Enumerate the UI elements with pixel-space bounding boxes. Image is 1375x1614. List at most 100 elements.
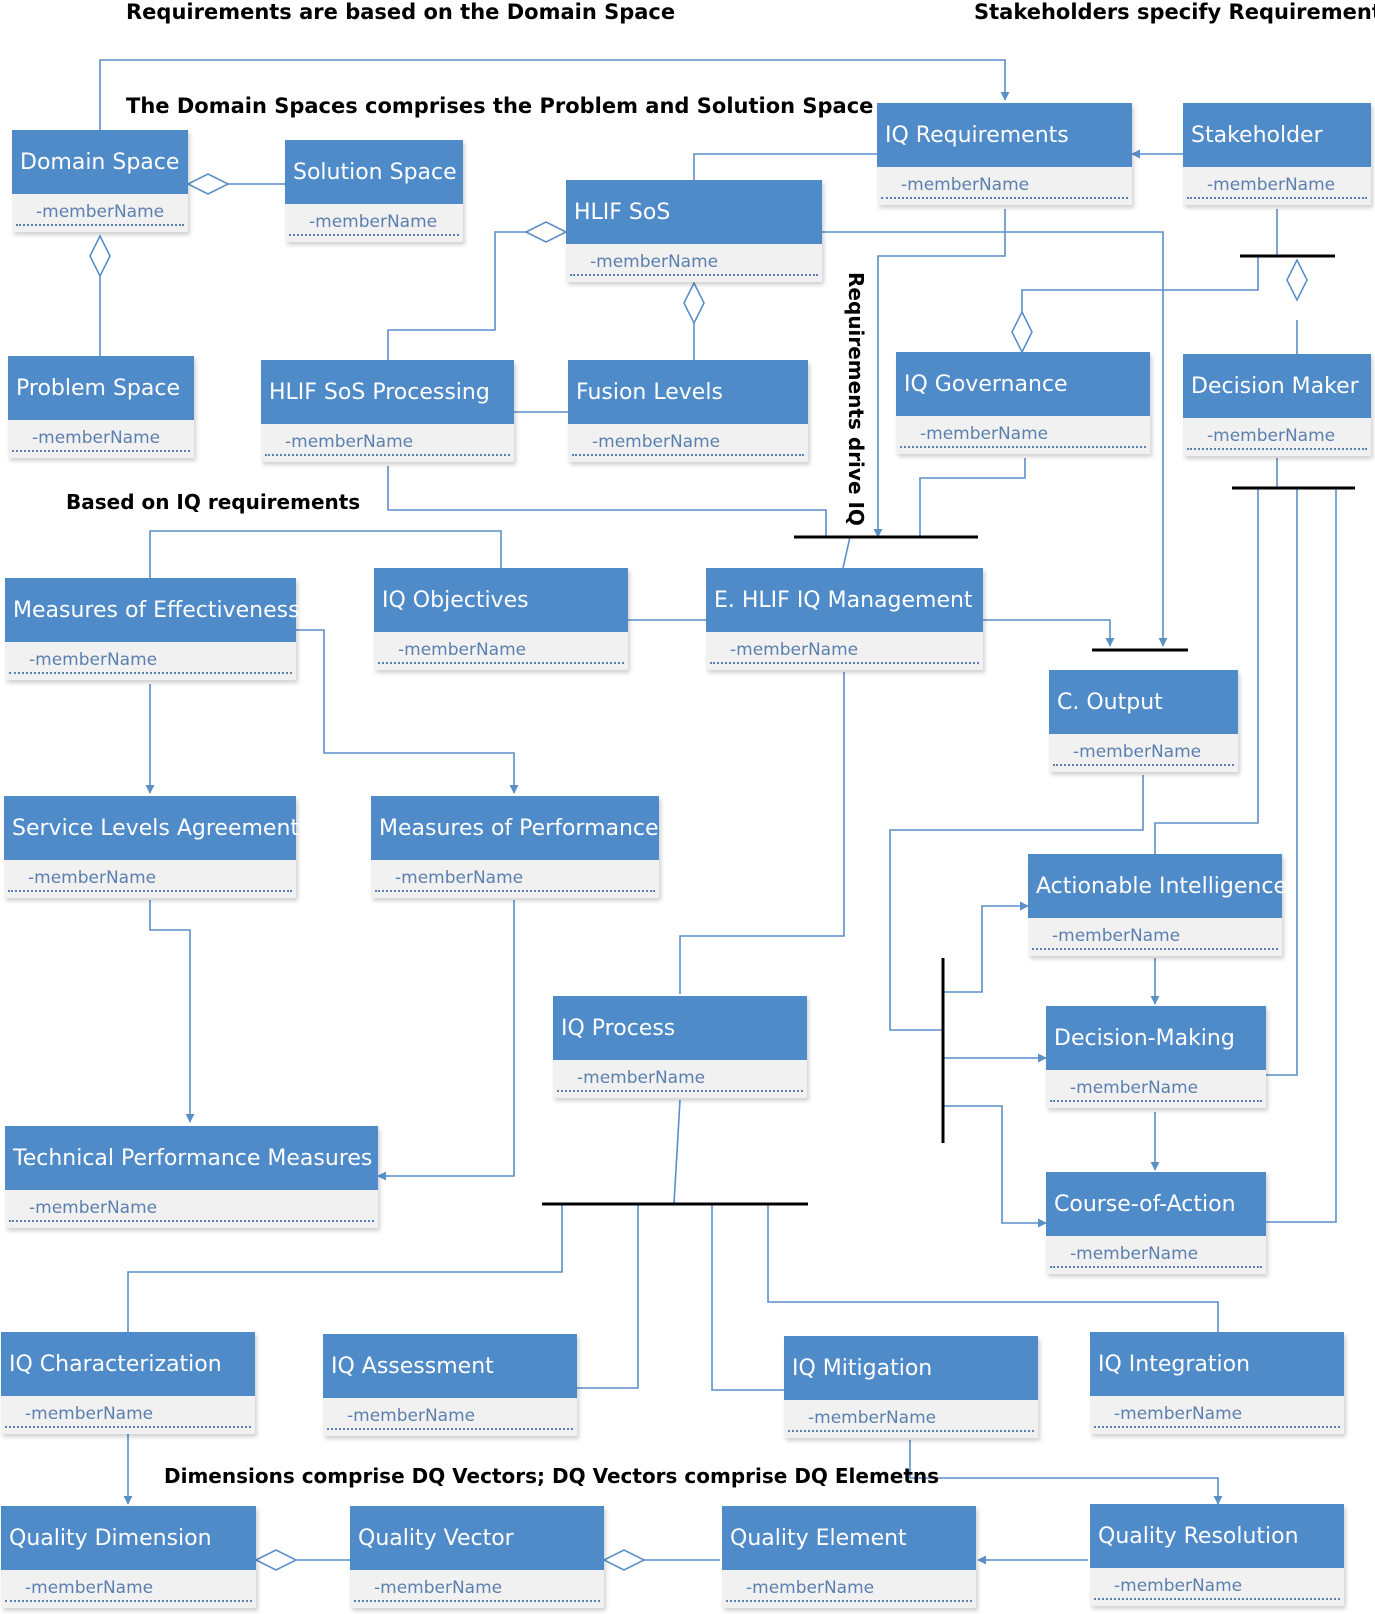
link-management-process: [679, 672, 845, 994]
link-bar-management: [842, 536, 851, 569]
aggregation-diamond: [602, 1549, 646, 1571]
class-quality-element[interactable]: Quality Element -memberName: [722, 1506, 976, 1608]
class-quality-vector[interactable]: Quality Vector -memberName: [350, 1506, 604, 1608]
class-actionable-intelligence[interactable]: Actionable Intelligence -memberName: [1028, 854, 1287, 956]
class-title: Measures of Effectiveness: [5, 578, 300, 642]
class-title: Quality Element: [722, 1506, 976, 1570]
link-mop-tpm: [377, 900, 515, 1181]
class-iq-integration[interactable]: IQ Integration -memberName: [1090, 1332, 1344, 1434]
class-hlif-sos-processing[interactable]: HLIF SoS Processing -memberName: [261, 360, 514, 462]
class-title: Measures of Performance: [371, 796, 659, 860]
link-bar-assessment: [577, 1204, 639, 1389]
class-stakeholder[interactable]: Stakeholder -memberName: [1183, 103, 1371, 205]
link-sos-output: [822, 231, 1168, 647]
link-mitigation-resolution: [909, 1440, 1223, 1505]
class-title: Decision-Making: [1046, 1006, 1266, 1070]
member-name: -memberName: [5, 1190, 378, 1228]
member-name: -memberName: [553, 1060, 807, 1098]
class-service-levels-agreements[interactable]: Service Levels Agreements -memberName: [4, 796, 310, 898]
link-sos-requirements: [693, 153, 877, 181]
class-title: Domain Space: [12, 130, 188, 194]
class-measures-of-performance[interactable]: Measures of Performance -memberName: [371, 796, 659, 898]
note-domain-comprises: The Domain Spaces comprises the Problem …: [126, 94, 874, 118]
member-name: -memberName: [722, 1570, 976, 1608]
class-title: E. HLIF IQ Management: [706, 568, 983, 632]
class-course-of-action[interactable]: Course-of-Action -memberName: [1046, 1172, 1266, 1274]
member-name: -memberName: [371, 860, 659, 898]
member-name: -memberName: [1, 1570, 256, 1608]
link-output-decisionbar: [889, 775, 1144, 1031]
class-domain-space[interactable]: Domain Space -memberName: [12, 130, 188, 232]
class-title: IQ Requirements: [877, 103, 1132, 167]
class-title: Solution Space: [285, 140, 463, 204]
note-based-on-iq: Based on IQ requirements: [66, 490, 361, 514]
member-name: -memberName: [261, 424, 514, 462]
class-quality-resolution[interactable]: Quality Resolution -memberName: [1090, 1504, 1344, 1606]
link-bar-actionable: [942, 901, 1029, 993]
aggregation-diamond: [186, 173, 230, 195]
link-management-output: [983, 619, 1115, 647]
class-e-hlif-iq-management[interactable]: E. HLIF IQ Management -memberName: [706, 568, 983, 670]
class-title: HLIF SoS Processing: [261, 360, 514, 424]
member-name: -memberName: [877, 167, 1132, 205]
note-stakeholders: Stakeholders specify Requirements: [974, 0, 1375, 24]
member-name: -memberName: [4, 860, 296, 898]
aggregation-diamond: [524, 221, 568, 243]
note-domain-based: Requirements are based on the Domain Spa…: [126, 0, 676, 24]
class-title: Decision Maker: [1183, 354, 1371, 418]
class-title: Service Levels Agreements: [4, 796, 310, 860]
member-name: -memberName: [1, 1396, 255, 1434]
class-decision-making[interactable]: Decision-Making -memberName: [1046, 1006, 1266, 1108]
link-bar-mitigation: [711, 1204, 784, 1391]
member-name: -memberName: [8, 420, 194, 458]
class-problem-space[interactable]: Problem Space -memberName: [8, 356, 194, 458]
class-title: Course-of-Action: [1046, 1172, 1266, 1236]
member-name: -memberName: [1090, 1396, 1344, 1434]
class-title: Actionable Intelligence: [1028, 854, 1287, 918]
member-name: -memberName: [1183, 167, 1371, 205]
link-process-bar: [673, 1099, 681, 1205]
class-title: Quality Dimension: [1, 1506, 256, 1570]
member-name: -memberName: [1046, 1070, 1266, 1108]
class-iq-characterization[interactable]: IQ Characterization -memberName: [1, 1332, 255, 1434]
class-title: Fusion Levels: [568, 360, 808, 424]
member-name: -memberName: [5, 642, 296, 680]
class-solution-space[interactable]: Solution Space -memberName: [285, 140, 463, 242]
class-fusion-levels[interactable]: Fusion Levels -memberName: [568, 360, 808, 462]
member-name: -memberName: [1028, 918, 1282, 956]
class-decision-maker[interactable]: Decision Maker -memberName: [1183, 354, 1371, 456]
link-processing-management: [387, 466, 827, 537]
class-technical-performance-measures[interactable]: Technical Performance Measures -memberNa…: [5, 1126, 378, 1228]
class-iq-assessment[interactable]: IQ Assessment -memberName: [323, 1334, 577, 1436]
class-title: Problem Space: [8, 356, 194, 420]
member-name: -memberName: [1046, 1236, 1266, 1274]
class-title: Quality Vector: [350, 1506, 604, 1570]
note-requirements-drive: Requirements drive IQ: [844, 272, 868, 526]
class-hlif-sos[interactable]: HLIF SoS -memberName: [566, 180, 822, 282]
member-name: -memberName: [350, 1570, 604, 1608]
class-iq-mitigation[interactable]: IQ Mitigation -memberName: [784, 1336, 1038, 1438]
member-name: -memberName: [1090, 1568, 1344, 1606]
member-name: -memberName: [896, 416, 1150, 454]
class-iq-process[interactable]: IQ Process -memberName: [553, 996, 807, 1098]
class-title: IQ Assessment: [323, 1334, 577, 1398]
class-c-output[interactable]: C. Output -memberName: [1049, 670, 1238, 772]
link-bar-governance: [1021, 256, 1259, 312]
link-moe-objectives: [149, 530, 502, 578]
link-bar-characterization: [127, 1204, 563, 1332]
class-iq-objectives[interactable]: IQ Objectives -memberName: [374, 568, 628, 670]
link-moe-mop: [296, 629, 519, 794]
class-measures-of-effectiveness[interactable]: Measures of Effectiveness -memberName: [5, 578, 300, 680]
link-dmbar-coa: [1266, 488, 1337, 1223]
link-sla-tpm: [149, 900, 195, 1123]
aggregation-diamond: [1011, 310, 1033, 354]
class-iq-requirements[interactable]: IQ Requirements -memberName: [877, 103, 1132, 205]
class-title: Stakeholder: [1183, 103, 1371, 167]
class-iq-governance[interactable]: IQ Governance -memberName: [896, 352, 1150, 454]
link-bar-coa: [942, 1105, 1047, 1228]
link-bar-integration: [767, 1204, 1219, 1332]
aggregation-diamond: [89, 234, 111, 278]
class-quality-dimension[interactable]: Quality Dimension -memberName: [1, 1506, 256, 1608]
member-name: -memberName: [566, 244, 822, 282]
